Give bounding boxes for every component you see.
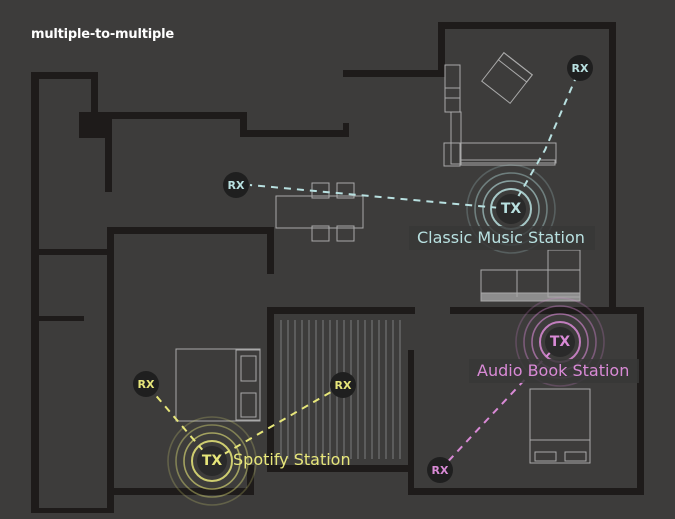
wall-center-bottom: [267, 465, 413, 472]
wall-bottom-left: [31, 508, 114, 513]
wall-tr-left: [438, 22, 445, 77]
wall-notch: [91, 72, 98, 116]
wall-center-left: [267, 307, 274, 472]
wall-top-mid-2: [240, 130, 348, 137]
rx-node-audiobook: RX: [427, 457, 453, 483]
staircase: [280, 320, 401, 459]
wall-bottom-mid: [107, 488, 254, 495]
wall-center-top: [267, 307, 415, 314]
wall-br-bottom: [408, 488, 644, 495]
signal-ring-spotify: [175, 424, 249, 498]
signal-ring-spotify: [191, 440, 233, 482]
wall-left: [31, 72, 39, 513]
wall-top-mid-drop: [240, 112, 247, 137]
rx-node-spotify-stairs: RX: [330, 372, 356, 398]
wall-br-top: [450, 307, 644, 314]
wall-mid-left: [31, 249, 113, 255]
signal-links: [145, 67, 581, 471]
wall-bottom-stub: [247, 465, 254, 495]
tx-node-spotify: TX: [197, 446, 227, 476]
rx-node-classic-dining: RX: [223, 172, 249, 198]
station-label-spotify: Spotify Station: [233, 450, 351, 469]
rx-node-spotify-bedroom: RX: [133, 371, 159, 397]
tx-node-audiobook: TX: [545, 327, 575, 357]
furniture: [175, 52, 591, 464]
bed-left: [175, 348, 261, 422]
wall-stub: [343, 123, 349, 137]
signal-ring-spotify: [183, 432, 241, 490]
wall-top-right-left: [343, 70, 445, 77]
signal-ring-audiobook: [515, 297, 605, 387]
wall-right-upper: [609, 22, 616, 309]
wall-closet: [31, 316, 84, 321]
signal-link-classic: [249, 184, 512, 210]
wall-top-mid: [105, 112, 245, 119]
signal-ring-spotify: [167, 416, 257, 506]
tx-node-classic: TX: [496, 194, 526, 224]
wall-top-left: [31, 72, 98, 79]
station-label-classic: Classic Music Station: [409, 226, 595, 250]
signal-link-classic: [510, 67, 581, 210]
wall-mid-vertical: [107, 227, 114, 513]
signal-link-spotify: [145, 383, 213, 462]
wall-mid-drop: [267, 227, 274, 274]
wall-mid-horizontal: [107, 227, 274, 234]
signal-ring-classic: [466, 164, 556, 254]
rx-node-classic-livingroom: RX: [567, 55, 593, 81]
wall-br-right: [637, 307, 644, 495]
station-label-audiobook: Audio Book Station: [469, 359, 640, 383]
wall-inner-left: [105, 112, 112, 192]
wall-center-right: [408, 350, 414, 495]
wall-tr-top: [438, 22, 616, 29]
armchair: [481, 52, 533, 104]
diagram-title: multiple-to-multiple: [31, 27, 174, 42]
tv-unit: [459, 142, 557, 164]
walls: [31, 22, 644, 513]
dining-table: [275, 195, 364, 229]
